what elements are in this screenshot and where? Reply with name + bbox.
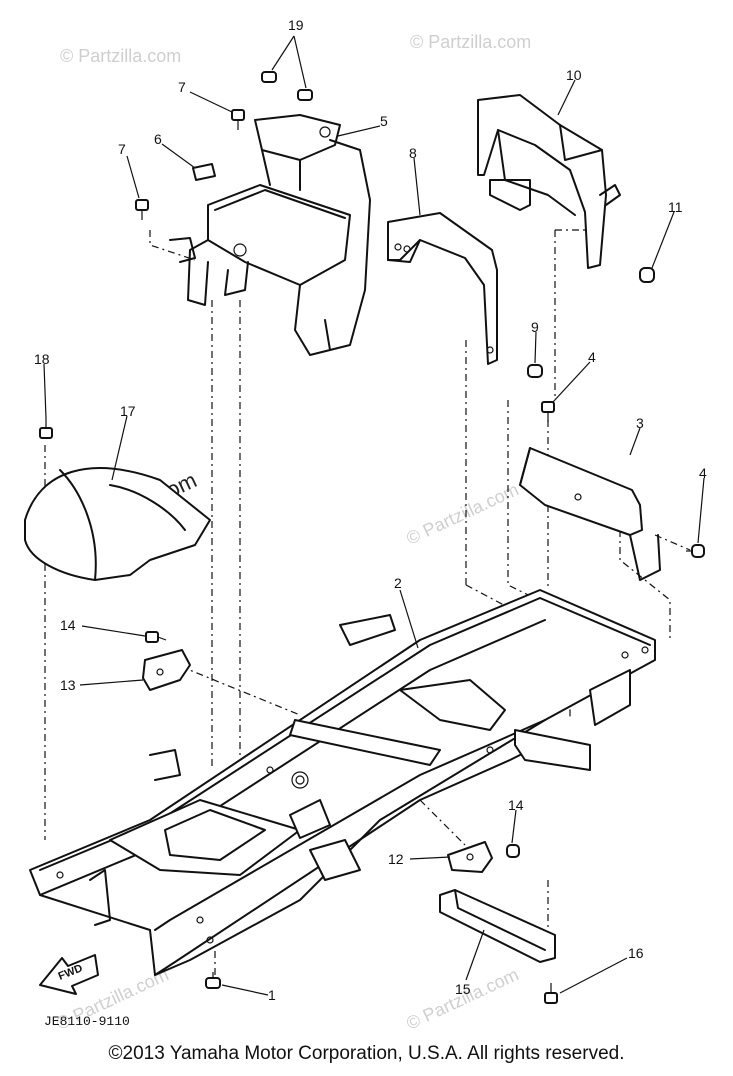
- callout-4: 4: [699, 465, 707, 481]
- leader-lines: [43, 35, 705, 996]
- fwd-arrow: FWD: [39, 954, 99, 995]
- bolts: [39, 109, 705, 1004]
- part-17-cover: [24, 467, 211, 581]
- callout-13: 13: [60, 677, 76, 693]
- bolt-9: [527, 364, 543, 378]
- callout-8: 8: [409, 145, 417, 161]
- callout-12: 12: [388, 851, 404, 867]
- callout-6: 6: [154, 131, 162, 147]
- bolt-1: [205, 972, 221, 989]
- bolt-7b: [135, 199, 149, 220]
- callout-18: 18: [34, 351, 50, 367]
- part-2-main-frame: [29, 589, 656, 976]
- watermark-text: © Partzilla.com: [60, 46, 181, 66]
- callout-9: 9: [531, 319, 539, 335]
- callout-2: 2: [394, 575, 402, 591]
- callout-11: 11: [668, 199, 683, 215]
- part-5-seat-frame: [169, 71, 371, 356]
- callout-10: 10: [566, 67, 582, 83]
- part-13-bracket: [142, 649, 191, 691]
- watermark-text: © Partzilla.com: [410, 32, 531, 52]
- callout-19: 19: [288, 17, 304, 33]
- copyright-notice: ©2013 Yamaha Motor Corporation, U.S.A. A…: [108, 1043, 625, 1064]
- callout-5: 5: [380, 113, 388, 129]
- part-15-plate: [439, 889, 556, 963]
- bolt-16: [544, 983, 558, 1004]
- bolt-11: [639, 267, 655, 283]
- callout-14: 14: [60, 617, 76, 633]
- watermark-text: © Partzilla.com: [403, 479, 521, 548]
- bolt-18: [39, 418, 53, 439]
- bolt-4a: [541, 401, 555, 422]
- callout-1: 1: [268, 987, 276, 1003]
- callout-14: 14: [508, 797, 524, 813]
- part-12-bracket: [447, 841, 493, 873]
- bolt-7a: [231, 109, 245, 130]
- bolt-14a: [145, 631, 167, 643]
- diagram-code: JE8110-9110: [44, 1014, 130, 1029]
- callout-labels: 19 7 7 6 5 8 10 11 9 4 3 4 2 18 17 14 13…: [34, 17, 707, 1003]
- callout-7: 7: [178, 79, 186, 95]
- watermark-text: © Partzilla.com: [403, 964, 521, 1033]
- callout-17: 17: [120, 403, 136, 419]
- callout-7: 7: [118, 141, 126, 157]
- part-3-rear-plate: [519, 447, 661, 581]
- callout-16: 16: [628, 945, 644, 961]
- bolt-4b: [686, 544, 705, 558]
- callout-15: 15: [455, 981, 471, 997]
- callout-4: 4: [588, 349, 596, 365]
- alignment-lines: [44, 229, 691, 975]
- part-10-rear-bracket: [477, 94, 621, 269]
- callout-3: 3: [636, 415, 644, 431]
- part-8-bracket: [387, 212, 498, 365]
- bolt-14b: [506, 844, 520, 858]
